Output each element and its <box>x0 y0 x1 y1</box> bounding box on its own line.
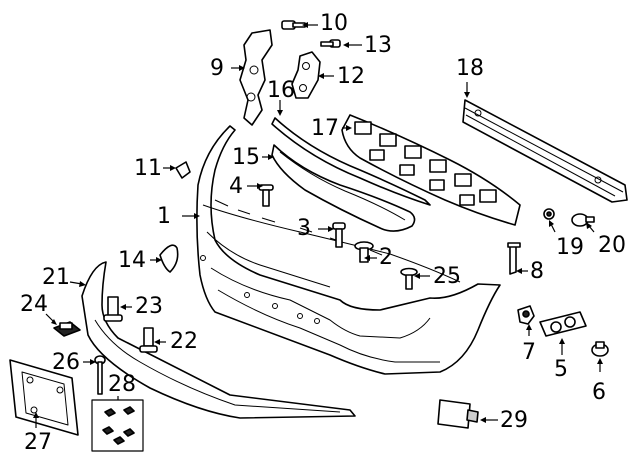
callout-15: 15 <box>232 145 260 170</box>
part-26-stud <box>94 355 106 395</box>
part-9-bracket <box>239 29 273 126</box>
callout-3: 3 <box>297 216 311 241</box>
part-10-screw <box>281 20 306 30</box>
callout-27: 27 <box>24 430 52 455</box>
callout-23: 23 <box>135 294 163 319</box>
part-28-fastener-kit <box>91 399 144 452</box>
part-8-bracket <box>507 242 521 275</box>
part-25-fastener <box>400 267 418 290</box>
callout-20: 20 <box>598 233 626 258</box>
callout-22: 22 <box>170 329 198 354</box>
callout-29: 29 <box>500 408 528 433</box>
part-24-nut <box>53 321 81 337</box>
part-21-valance <box>81 261 356 419</box>
callout-7: 7 <box>522 340 536 365</box>
part-11-clip <box>175 161 191 179</box>
callout-9: 9 <box>210 56 224 81</box>
part-3-bolt <box>332 222 346 248</box>
part-1-bumper-cover <box>196 125 501 375</box>
callout-13: 13 <box>364 33 392 58</box>
part-6-sensor <box>591 341 609 357</box>
part-2-pushpin <box>354 241 374 263</box>
callout-25: 25 <box>433 264 461 289</box>
leader-lines <box>33 22 603 428</box>
part-19-bolt <box>543 208 555 220</box>
part-16-strip <box>271 117 431 206</box>
part-13-screw <box>320 39 341 48</box>
part-27-license-bracket <box>9 359 79 436</box>
callout-1: 1 <box>157 204 171 229</box>
part-5-sensor-holder <box>539 311 587 337</box>
callout-28: 28 <box>108 372 136 397</box>
part-18-reinforcement <box>462 99 628 203</box>
callout-17: 17 <box>311 116 339 141</box>
part-20-bolt <box>571 213 595 227</box>
callout-14: 14 <box>118 248 146 273</box>
part-12-bracket <box>291 51 321 99</box>
callout-18: 18 <box>456 56 484 81</box>
callout-12: 12 <box>337 64 365 89</box>
callout-21: 21 <box>42 265 70 290</box>
callout-8: 8 <box>530 259 544 284</box>
callout-2: 2 <box>379 245 393 270</box>
callout-6: 6 <box>592 380 606 405</box>
callout-5: 5 <box>554 357 568 382</box>
callout-16: 16 <box>267 78 295 103</box>
part-23-bolt <box>103 296 123 322</box>
part-22-bolt <box>139 327 158 353</box>
callout-11: 11 <box>134 156 162 181</box>
callout-26: 26 <box>52 350 80 375</box>
callout-19: 19 <box>556 235 584 260</box>
part-29-module <box>437 399 479 429</box>
part-7-clip <box>517 305 535 325</box>
part-4-fastener <box>258 184 274 207</box>
part-15-grille <box>271 144 416 232</box>
callout-4: 4 <box>229 174 243 199</box>
callout-10: 10 <box>320 11 348 36</box>
part-14-deflector <box>159 244 179 273</box>
callout-24: 24 <box>20 292 48 317</box>
part-17-absorber <box>341 114 521 226</box>
